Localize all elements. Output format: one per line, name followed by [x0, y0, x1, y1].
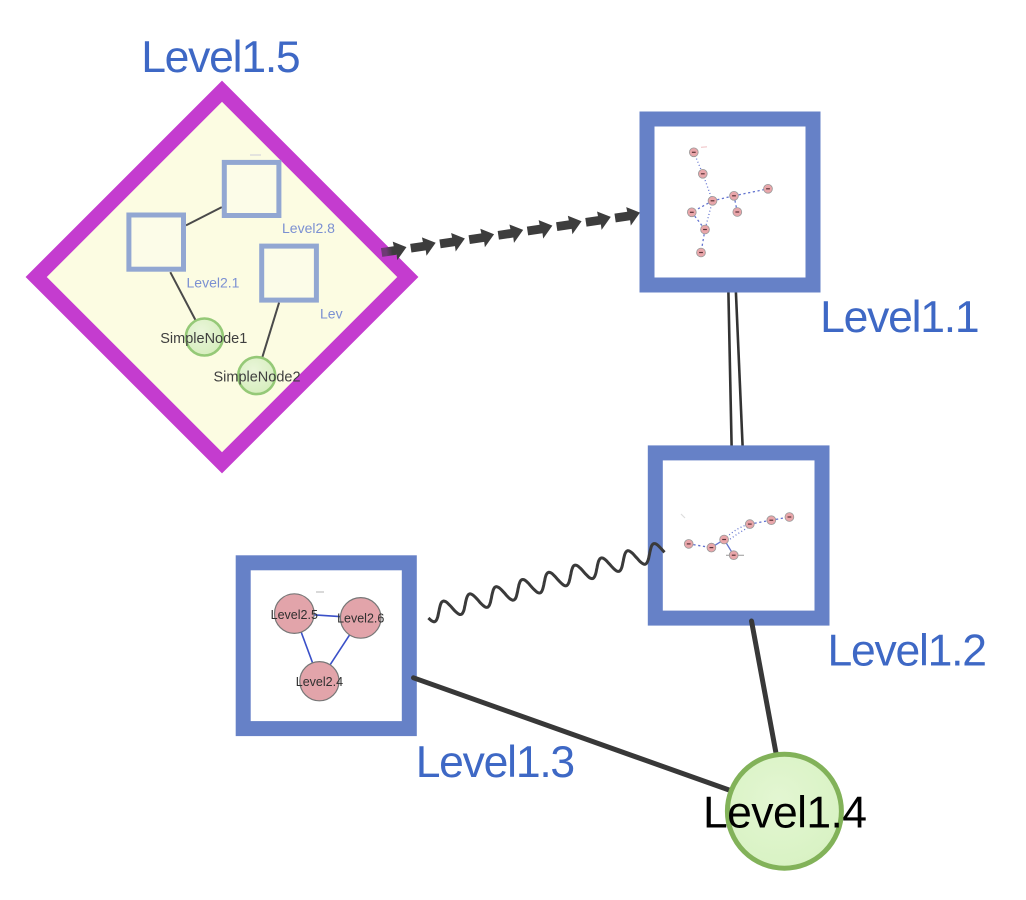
svg-text:Level1.3: Level1.3: [416, 738, 574, 787]
svg-text:Level2.1: Level2.1: [187, 274, 240, 290]
svg-text:Level1.2: Level1.2: [828, 627, 986, 676]
svg-text:Level2.5: Level2.5: [271, 608, 318, 622]
svg-text:Level1.5: Level1.5: [141, 33, 299, 82]
svg-text:SimpleNode2: SimpleNode2: [213, 370, 300, 386]
svg-text:Level1.1: Level1.1: [820, 293, 978, 342]
svg-text:SimpleNode1: SimpleNode1: [160, 331, 247, 347]
svg-text:Lev: Lev: [320, 305, 343, 321]
svg-text:Level2.8: Level2.8: [282, 220, 335, 236]
svg-text:Level2.6: Level2.6: [337, 612, 384, 626]
svg-text:Level1.4: Level1.4: [703, 788, 866, 837]
svg-text:Level2.4: Level2.4: [296, 675, 343, 689]
